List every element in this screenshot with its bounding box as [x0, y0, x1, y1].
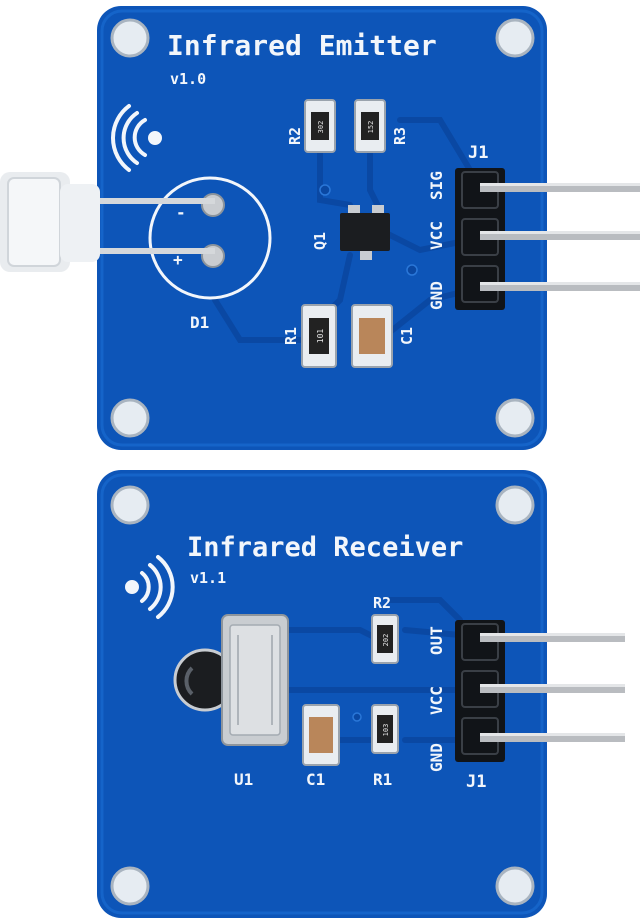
mount-hole-icon [495, 485, 535, 525]
emitter-c1-capacitor [351, 304, 393, 368]
emitter-pin-header [455, 168, 640, 310]
via-icon [406, 264, 418, 276]
emitter-pin-gnd: GND [427, 281, 446, 310]
ir-led-icon [0, 172, 215, 272]
receiver-pin-header [455, 620, 625, 762]
receiver-pcb-inner [100, 473, 544, 915]
mount-hole-icon [110, 398, 150, 438]
header-pin [480, 733, 625, 742]
resistor-code: 302 [317, 121, 325, 134]
receiver-version: v1.1 [190, 569, 226, 587]
emitter-q1-label: Q1 [311, 232, 329, 250]
emitter-r2-label: R2 [286, 127, 304, 145]
mount-hole-icon [495, 866, 535, 906]
receiver-r1-label: R1 [373, 770, 392, 789]
emitter-pin-vcc: VCC [427, 221, 446, 250]
resistor-code: 152 [367, 121, 375, 134]
receiver-u1-label: U1 [234, 770, 253, 789]
ir-waves-right-icon [125, 555, 175, 619]
resistor-code: 101 [316, 329, 325, 344]
receiver-pin-gnd: GND [427, 743, 446, 772]
receiver-pin-vcc: VCC [427, 686, 446, 715]
d1-plus: + [173, 250, 183, 269]
mount-hole-icon [110, 18, 150, 58]
header-pin [480, 684, 625, 693]
mount-hole-icon [110, 485, 150, 525]
receiver-pin-out: OUT [427, 626, 446, 655]
emitter-pcb-inner [100, 9, 544, 447]
emitter-j1-label: J1 [468, 143, 488, 163]
emitter-version: v1.0 [170, 70, 206, 88]
u1-ir-receiver-icon [173, 614, 289, 746]
emitter-board: Infrared Emitter v1.0 R2 302 152 R3 Q1 [0, 6, 640, 450]
emitter-q1-transistor [340, 205, 390, 260]
resistor-code: 202 [382, 634, 390, 647]
emitter-r1-resistor: 101 [301, 304, 337, 368]
receiver-traces [282, 597, 463, 743]
emitter-r3-label: R3 [391, 127, 409, 145]
emitter-r1-label: R1 [282, 327, 300, 345]
d1-outline [148, 176, 272, 300]
resistor-code: 103 [382, 724, 390, 737]
via-icon [352, 712, 362, 722]
receiver-board: Infrared Receiver v1.1 U1 C1 R2 [97, 470, 625, 918]
emitter-r2-resistor: 302 [304, 99, 336, 153]
receiver-r2-label: R2 [373, 594, 391, 612]
mount-hole-icon [495, 398, 535, 438]
d1-minus: - [176, 203, 186, 222]
mount-hole-icon [110, 866, 150, 906]
emitter-c1-label: C1 [398, 327, 416, 345]
mount-hole-icon [495, 18, 535, 58]
receiver-c1-capacitor [302, 704, 340, 766]
emitter-d1-label: D1 [190, 313, 209, 332]
emitter-title: Infrared Emitter [167, 29, 437, 62]
header-pin [480, 231, 640, 240]
receiver-title: Infrared Receiver [187, 532, 463, 563]
receiver-pcb [97, 470, 547, 918]
header-pin [480, 183, 640, 192]
solder-pad-icon [201, 193, 225, 217]
header-pin [480, 633, 625, 642]
emitter-r3-resistor: 152 [354, 99, 386, 153]
receiver-c1-label: C1 [306, 770, 325, 789]
receiver-r1-resistor: 103 [371, 704, 399, 754]
header-pin [480, 282, 640, 291]
emitter-pin-sig: SIG [427, 171, 446, 200]
via-icon [319, 184, 331, 196]
receiver-j1-label: J1 [466, 772, 486, 792]
ir-waves-left-icon [111, 104, 162, 172]
receiver-r2-resistor: 202 [371, 614, 399, 664]
